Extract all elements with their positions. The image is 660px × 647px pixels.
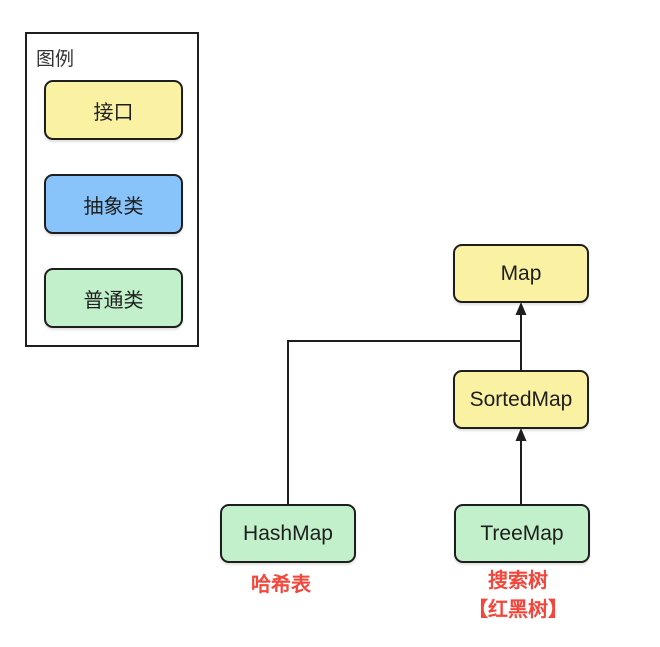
caption-treemap: 搜索树 【红黑树】 xyxy=(450,567,586,625)
legend-item-abstract-class: 抽象类 xyxy=(44,174,183,234)
caption-text-line2: 【红黑树】 xyxy=(468,599,568,621)
legend: 图例 接口 抽象类 普通类 xyxy=(25,32,199,347)
node-hashmap: HashMap xyxy=(220,504,356,563)
legend-item-concrete-class: 普通类 xyxy=(44,268,183,328)
caption-hashmap: 哈希表 xyxy=(213,571,349,600)
caption-text: 哈希表 xyxy=(251,574,311,596)
node-sortedmap: SortedMap xyxy=(453,370,589,429)
node-map: Map xyxy=(453,244,589,303)
arrowhead-into-map xyxy=(515,302,527,315)
node-label: HashMap xyxy=(243,521,333,545)
arrowhead-into-sortedmap xyxy=(515,428,527,441)
node-label: Map xyxy=(500,261,542,285)
caption-text-line1: 搜索树 xyxy=(488,570,548,592)
legend-item-label: 抽象类 xyxy=(83,195,144,218)
node-treemap: TreeMap xyxy=(454,504,590,563)
legend-title: 图例 xyxy=(36,49,75,70)
legend-item-interface: 接口 xyxy=(44,80,183,140)
node-label: TreeMap xyxy=(480,521,564,545)
legend-item-label: 接口 xyxy=(93,101,134,124)
legend-item-label: 普通类 xyxy=(83,289,144,312)
node-label: SortedMap xyxy=(469,387,573,411)
